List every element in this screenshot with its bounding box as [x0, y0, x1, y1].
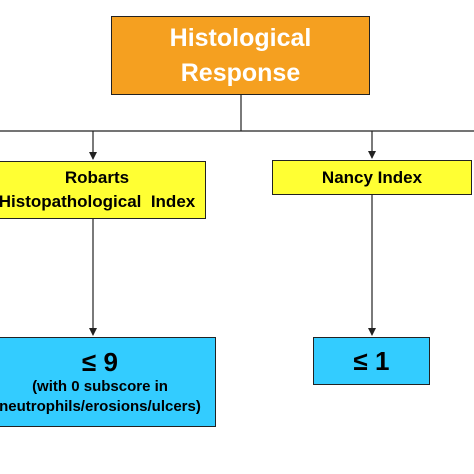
nancy-label: Nancy Index — [321, 167, 423, 187]
robarts-threshold-note-line2: neutrophils/erosions/ulcers) — [0, 398, 201, 415]
robarts-threshold-value: ≤ 9 — [82, 347, 118, 377]
nancy-threshold-value: ≤ 1 — [353, 345, 390, 376]
nancy-index-box: Nancy Index — [272, 160, 472, 195]
nancy-threshold-box: ≤ 1 — [313, 337, 430, 385]
root-title-line1: Histological — [169, 23, 312, 52]
root-title-line2: Response — [180, 58, 301, 87]
robarts-threshold-box: ≤ 9 (with 0 subscore in neutrophils/eros… — [0, 337, 216, 427]
robarts-label-line1: Robarts — [64, 168, 130, 187]
robarts-label-line2: Histopathological Index — [0, 192, 196, 211]
robarts-threshold-note-line1: (with 0 subscore in — [32, 378, 168, 395]
robarts-index-box: Robarts Histopathological Index — [0, 161, 206, 219]
histological-response-box: Histological Response — [111, 16, 370, 95]
